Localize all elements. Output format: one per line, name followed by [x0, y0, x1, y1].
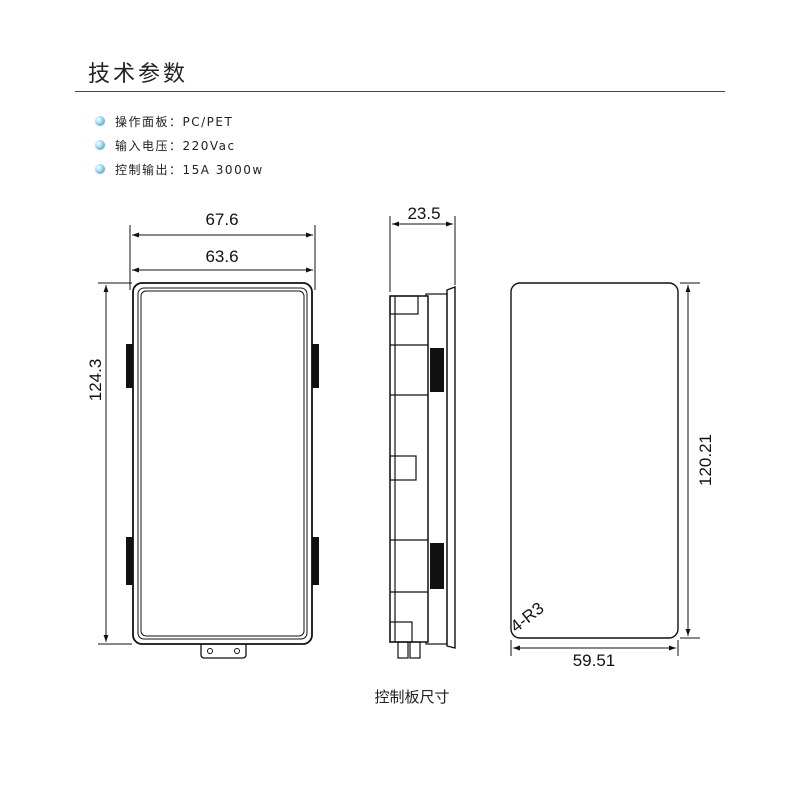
- side-terminal: [397, 641, 409, 659]
- side-body: [389, 295, 429, 643]
- tab-hole: [207, 648, 213, 654]
- panel-width-dim: [510, 640, 679, 656]
- tab-hole: [234, 648, 240, 654]
- side-top-step: [389, 295, 419, 315]
- front-inner: [140, 290, 305, 637]
- side-view: [389, 285, 456, 659]
- spec-panel-text: 操作面板：PC/PET: [115, 114, 234, 129]
- height-label: 124.3: [86, 359, 105, 402]
- side-notch: [389, 455, 417, 481]
- panel-width-label: 59.51: [573, 651, 616, 670]
- clip-left-bottom: [126, 537, 136, 585]
- clip-right-top: [309, 344, 319, 388]
- clip-left-top: [126, 344, 136, 388]
- spec-voltage-text: 输入电压：220Vac: [115, 138, 236, 153]
- side-flange: [446, 285, 456, 649]
- front-outer: [132, 282, 313, 645]
- depth-label: 23.5: [407, 204, 440, 223]
- front-height-dim: [98, 282, 132, 645]
- depth-dim: [389, 216, 456, 292]
- bullet-icon: [95, 164, 105, 174]
- front-width-dims: [129, 225, 316, 290]
- spec-item-panel: 操作面板：PC/PET: [95, 109, 264, 133]
- side-clip-top: [430, 348, 444, 392]
- bullet-icon: [95, 140, 105, 150]
- bullet-icon: [95, 116, 105, 126]
- clip-right-bottom: [309, 537, 319, 585]
- spec-item-output: 控制输出：15A 3000w: [95, 157, 264, 181]
- panel-outline: [510, 282, 679, 639]
- panel-height-label: 120.21: [696, 434, 715, 486]
- section-title: 技术参数: [88, 62, 189, 87]
- panel-height-dim: [680, 282, 700, 639]
- side-clip-bottom: [430, 543, 444, 589]
- inner-width-label: 63.6: [205, 247, 238, 266]
- outer-width-label: 67.6: [205, 210, 238, 229]
- drawing-caption: 控制板尺寸: [374, 688, 449, 706]
- spec-list: 操作面板：PC/PET 输入电压：220Vac 控制输出：15A 3000w: [95, 109, 264, 181]
- side-terminal: [409, 641, 421, 659]
- spec-output-text: 控制输出：15A 3000w: [115, 162, 264, 177]
- front-view: [126, 282, 319, 659]
- title-divider: [75, 91, 725, 92]
- side-neck: [425, 293, 448, 645]
- spec-item-voltage: 输入电压：220Vac: [95, 133, 264, 157]
- front-middle: [137, 287, 308, 640]
